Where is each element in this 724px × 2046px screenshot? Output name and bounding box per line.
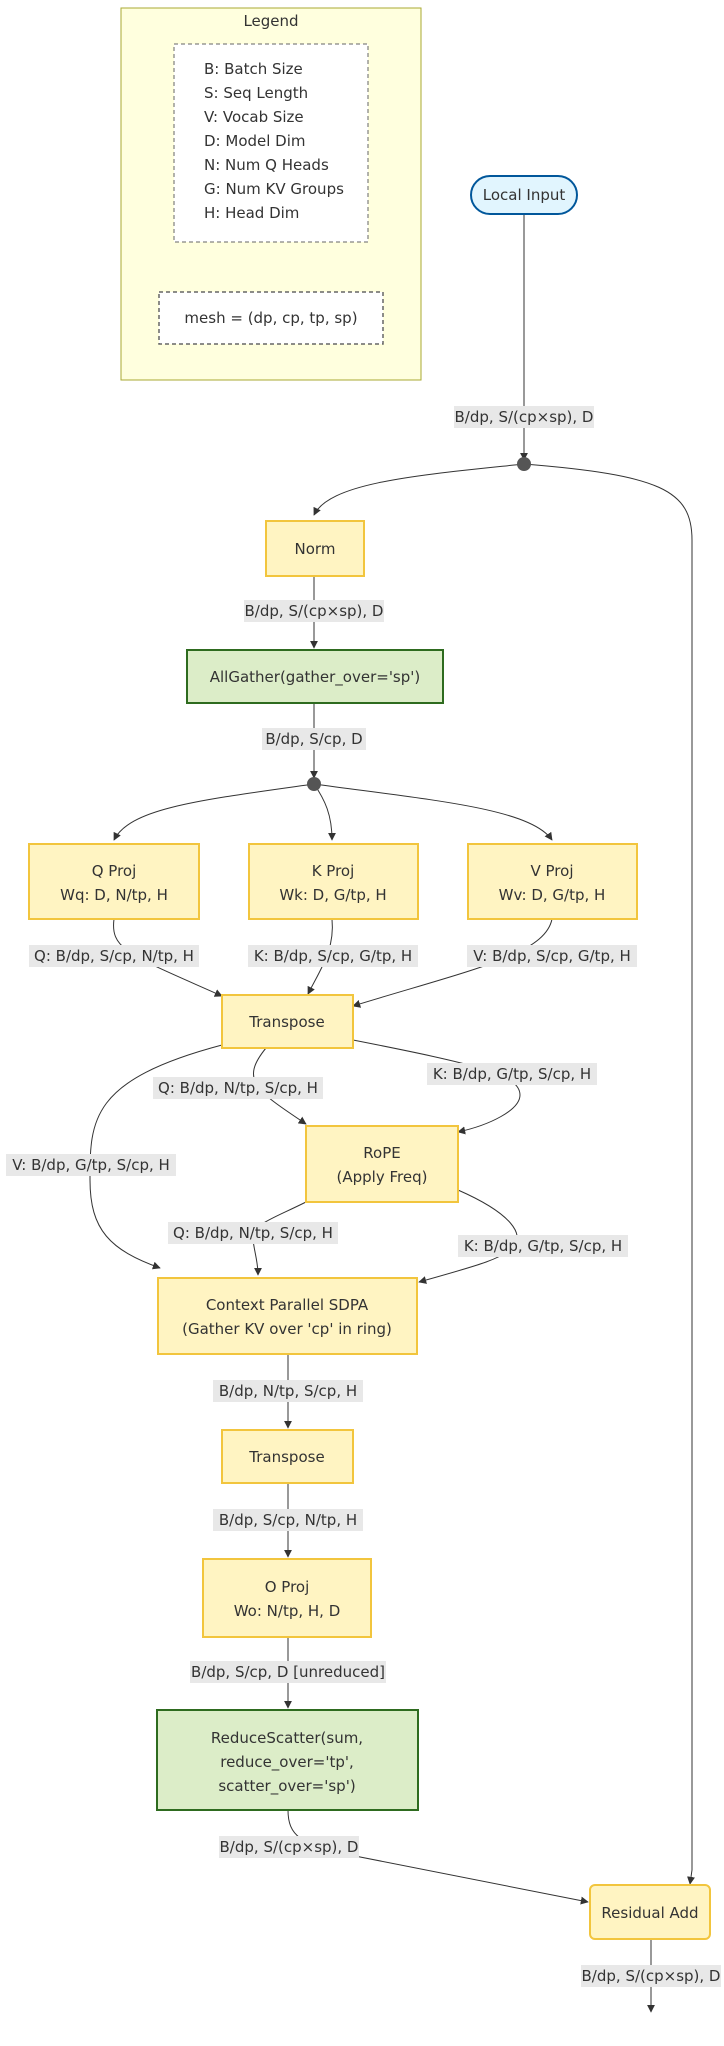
edge-label: B/dp, N/tp, S/cp, H: [219, 1382, 357, 1400]
edge-label: B/dp, S/(cp×sp), D: [455, 408, 594, 426]
edge-label: K: B/dp, G/tp, S/cp, H: [464, 1237, 622, 1255]
node-label: (Gather KV over 'cp' in ring): [182, 1320, 392, 1338]
node-context-parallel-sdpa[interactable]: Context Parallel SDPA (Gather KV over 'c…: [157, 1277, 418, 1355]
legend-entries-box: [173, 43, 369, 243]
edge-label: Q: B/dp, S/cp, N/tp, H: [34, 947, 194, 965]
node-rope[interactable]: RoPE (Apply Freq): [305, 1125, 459, 1203]
edge-junction-to-residual: [523, 463, 695, 1885]
legend-entries: B: Batch Size S: Seq Length V: Vocab Siz…: [204, 60, 344, 222]
legend-mesh-box: [158, 291, 384, 345]
node-norm[interactable]: Norm: [265, 520, 365, 577]
node-label: V Proj: [531, 862, 574, 880]
node-o-proj[interactable]: O Proj Wo: N/tp, H, D: [202, 1558, 372, 1638]
node-label: Q Proj: [92, 862, 137, 880]
junction-dot: [517, 457, 531, 471]
edge-label: Q: B/dp, N/tp, S/cp, H: [173, 1224, 333, 1242]
node-label: (Apply Freq): [337, 1168, 428, 1186]
edge-label: K: B/dp, G/tp, S/cp, H: [433, 1065, 591, 1083]
node-transpose-2[interactable]: Transpose: [221, 1429, 354, 1484]
edge-label: B/dp, S/cp, D: [265, 730, 362, 748]
node-label: Wk: D, G/tp, H: [279, 886, 386, 904]
node-label: Context Parallel SDPA: [206, 1296, 369, 1314]
legend-entry: V: Vocab Size: [204, 108, 304, 126]
node-label: K Proj: [312, 862, 355, 880]
edge-junction-to-qproj: [113, 783, 315, 841]
node-q-proj[interactable]: Q Proj Wq: D, N/tp, H: [28, 843, 200, 920]
edge-label: Q: B/dp, N/tp, S/cp, H: [158, 1079, 318, 1097]
edge-label: B/dp, S/(cp×sp), D: [582, 1967, 721, 1985]
node-label: Wq: D, N/tp, H: [60, 886, 168, 904]
edge-labels: B/dp, S/(cp×sp), D B/dp, S/(cp×sp), D B/…: [6, 406, 721, 1987]
legend-mesh: mesh = (dp, cp, tp, sp): [184, 309, 357, 327]
legend-entry: H: Head Dim: [204, 204, 299, 222]
edge-label: B/dp, S/cp, N/tp, H: [219, 1511, 357, 1529]
node-label: O Proj: [265, 1578, 310, 1596]
node-label: Norm: [295, 540, 336, 558]
edge-label: V: B/dp, G/tp, S/cp, H: [12, 1156, 170, 1174]
node-label: ReduceScatter(sum,: [211, 1729, 363, 1747]
edge-label: K: B/dp, S/cp, G/tp, H: [254, 947, 412, 965]
legend-entry: S: Seq Length: [204, 84, 308, 102]
edge-label: B/dp, S/(cp×sp), D: [220, 1838, 359, 1856]
node-v-proj[interactable]: V Proj Wv: D, G/tp, H: [467, 843, 638, 920]
node-label: Local Input: [483, 186, 566, 204]
junction-dot: [307, 777, 321, 791]
legend-title: Legend: [243, 12, 298, 30]
legend: Legend B: Batch Size S: Seq Length V: Vo…: [120, 7, 422, 381]
edge-transpose-to-rope-k: [352, 1039, 521, 1135]
node-label: Wo: N/tp, H, D: [234, 1602, 341, 1620]
node-reducescatter[interactable]: ReduceScatter(sum, reduce_over='tp', sca…: [156, 1709, 419, 1811]
legend-entry: D: Model Dim: [204, 132, 306, 150]
node-label: AllGather(gather_over='sp'): [210, 668, 421, 687]
node-local-input[interactable]: Local Input: [470, 175, 578, 215]
edge-label: B/dp, S/(cp×sp), D: [245, 602, 384, 620]
node-label: Transpose: [248, 1448, 324, 1466]
edge-junction-to-vproj: [313, 783, 553, 841]
node-label: scatter_over='sp'): [218, 1777, 355, 1796]
legend-entry: B: Batch Size: [204, 60, 303, 78]
node-residual-add[interactable]: Residual Add: [589, 1884, 711, 1940]
legend-entry: G: Num KV Groups: [204, 180, 344, 198]
legend-entry: N: Num Q Heads: [204, 156, 329, 174]
edge-label: B/dp, S/cp, D [unreduced]: [191, 1663, 385, 1681]
nodes: Local Input Norm AllGather(gather_over='…: [28, 175, 711, 1940]
node-allgather[interactable]: AllGather(gather_over='sp'): [186, 649, 444, 704]
node-label: Wv: D, G/tp, H: [499, 886, 606, 904]
node-label: RoPE: [363, 1144, 400, 1162]
edge-label: V: B/dp, S/cp, G/tp, H: [473, 947, 631, 965]
node-transpose-1[interactable]: Transpose: [221, 994, 354, 1049]
node-label: reduce_over='tp',: [220, 1753, 354, 1772]
node-label: Transpose: [248, 1013, 324, 1031]
node-label: Residual Add: [601, 1904, 698, 1922]
edge-junction-to-norm: [313, 463, 525, 516]
node-k-proj[interactable]: K Proj Wk: D, G/tp, H: [248, 843, 419, 920]
edge-junction-to-kproj: [313, 783, 336, 841]
